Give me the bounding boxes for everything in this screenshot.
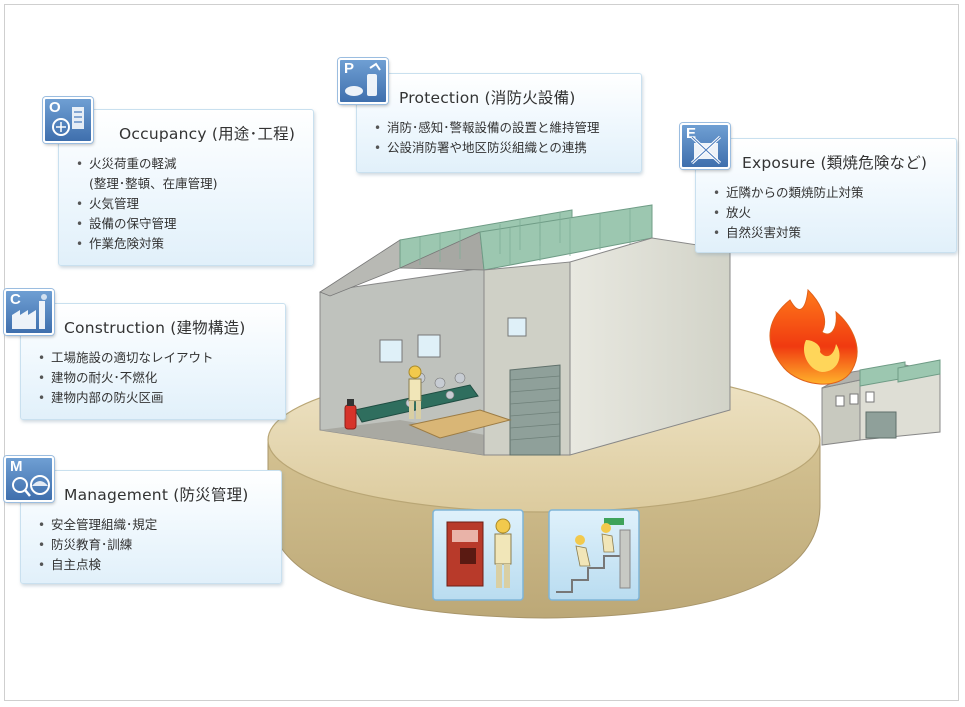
- management-list: 安全管理組織･規定 防災教育･訓練 自主点検: [37, 515, 267, 575]
- occupancy-badge: O: [43, 97, 93, 143]
- list-item: (整理･整頓、在庫管理): [89, 176, 218, 191]
- factory-building: [319, 204, 731, 456]
- exposure-badge: E: [680, 123, 730, 169]
- list-item: 工場施設の適切なレイアウト: [37, 348, 271, 368]
- list-item: 設備の保守管理: [75, 214, 299, 234]
- exposure-letter: E: [686, 125, 697, 142]
- list-item: 安全管理組織･規定: [37, 515, 267, 535]
- list-item: 近隣からの類焼防止対策: [712, 183, 942, 203]
- factory-icon: [12, 294, 47, 329]
- list-item: 火災荷重の軽減: [75, 154, 299, 174]
- construction-letter: C: [10, 291, 21, 308]
- occupancy-icon: [52, 107, 84, 136]
- magnifier-helmet-icon: [12, 475, 50, 497]
- protection-card: Protection (消防火設備) 消防･感知･警報設備の設置と維持管理 公設…: [356, 73, 642, 173]
- management-title: Management (防災管理): [64, 486, 249, 504]
- list-item: 防災教育･訓練: [37, 535, 267, 555]
- protection-icon: [345, 62, 381, 96]
- construction-list: 工場施設の適切なレイアウト 建物の耐火･不燃化 建物内部の防火区画: [37, 348, 271, 408]
- occupancy-title: Occupancy (用途･工程): [119, 125, 296, 143]
- neighbor-building: [821, 359, 941, 446]
- construction-title: Construction (建物構造): [64, 319, 246, 337]
- list-item: 建物の耐火･不燃化: [37, 368, 271, 388]
- exposure-list: 近隣からの類焼防止対策 放火 自然災害対策: [712, 183, 942, 243]
- protection-title: Protection (消防火設備): [399, 89, 576, 107]
- management-badge: M: [4, 456, 54, 502]
- construction-badge: C: [4, 289, 54, 335]
- list-item: 公設消防署や地区防災組織との連携: [373, 138, 627, 158]
- occupancy-letter: O: [49, 99, 61, 116]
- list-item: 放火: [712, 203, 942, 223]
- list-item: 建物内部の防火区画: [37, 388, 271, 408]
- exposure-card: Exposure (類焼危険など) 近隣からの類焼防止対策 放火 自然災害対策: [695, 138, 957, 253]
- list-item: 作業危険対策: [75, 234, 299, 254]
- evacuation-drill-tile: [548, 509, 640, 601]
- protection-list: 消防･感知･警報設備の設置と維持管理 公設消防署や地区防災組織との連携: [373, 118, 627, 158]
- occupancy-list: 火災荷重の軽減 (整理･整頓、在庫管理) 火気管理 設備の保守管理 作業危険対策: [75, 154, 299, 254]
- fire-panel-tile: [432, 509, 524, 601]
- list-item: 自然災害対策: [712, 223, 942, 243]
- protection-letter: P: [344, 60, 355, 77]
- fire-flame: [769, 288, 858, 385]
- occupancy-card: Occupancy (用途･工程) 火災荷重の軽減 (整理･整頓、在庫管理) 火…: [58, 109, 314, 266]
- list-item: 自主点検: [37, 555, 267, 575]
- list-item: 消防･感知･警報設備の設置と維持管理: [373, 118, 627, 138]
- construction-card: Construction (建物構造) 工場施設の適切なレイアウト 建物の耐火･…: [20, 303, 286, 420]
- management-letter: M: [10, 458, 23, 475]
- list-item: 火気管理: [75, 194, 299, 214]
- exposure-title: Exposure (類焼危険など): [742, 154, 928, 172]
- protection-badge: P: [338, 58, 388, 104]
- management-card: Management (防災管理) 安全管理組織･規定 防災教育･訓練 自主点検: [20, 470, 282, 584]
- exposure-icon: [690, 135, 722, 165]
